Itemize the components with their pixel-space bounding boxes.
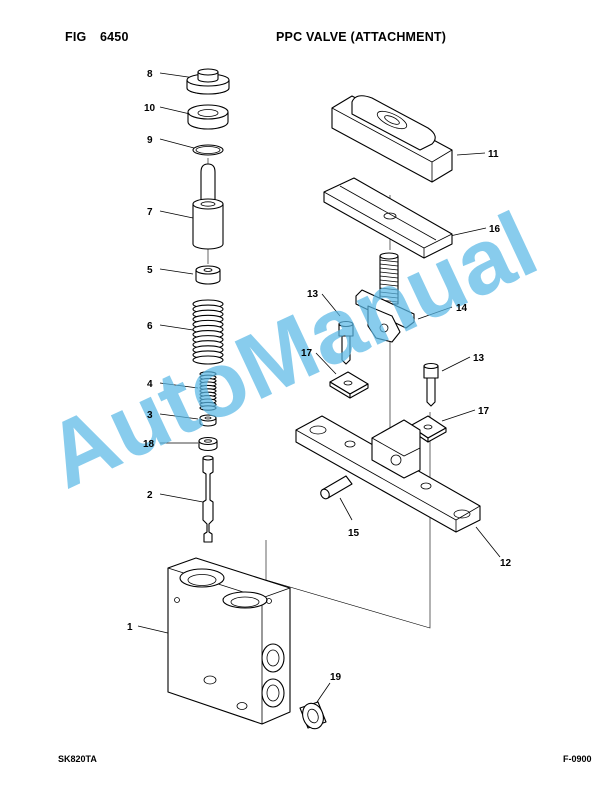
part-small-spring [199, 371, 217, 411]
part-bracket [295, 415, 481, 533]
part-boot [331, 95, 453, 183]
part-pin [320, 475, 353, 500]
watermark-text: AutoManual [31, 193, 551, 508]
callout-label: 15 [348, 528, 360, 539]
callout-label: 8 [147, 69, 153, 80]
part-bolt-right [423, 362, 439, 407]
callout-label: 13 [307, 289, 319, 300]
page-title: PPC VALVE (ATTACHMENT) [276, 30, 447, 44]
callout-label: 1 [127, 622, 133, 633]
part-bolt-left [338, 320, 354, 365]
callout-label: 16 [489, 224, 501, 235]
part-retainer [195, 265, 221, 285]
leader-lines [137, 72, 501, 703]
part-valve-body [167, 557, 291, 725]
callout-label: 12 [500, 558, 512, 569]
callout-label: 7 [147, 207, 153, 218]
callout-label: 9 [147, 135, 153, 146]
part-piston [192, 163, 224, 250]
part-cap [186, 68, 230, 95]
part-plate-washer-right [409, 415, 447, 443]
callout-label: 19 [330, 672, 342, 683]
callout-label: 17 [478, 406, 490, 417]
callout-label: 17 [301, 348, 313, 359]
callout-label: 2 [147, 490, 153, 501]
part-plate-washer-left [329, 371, 369, 399]
fig-number: 6450 [100, 30, 129, 44]
part-shim [198, 436, 218, 452]
part-lever [355, 252, 415, 343]
part-o-ring [192, 144, 224, 156]
callout-label: 11 [488, 149, 499, 160]
callout-label: 14 [456, 303, 468, 314]
page-id: F-0900 [563, 754, 592, 764]
callout-label: 18 [143, 439, 155, 450]
part-spool [202, 455, 214, 543]
part-bushing [187, 104, 229, 130]
fig-label: FIG [65, 30, 87, 44]
part-plug [299, 701, 327, 730]
callout-label: 6 [147, 321, 153, 332]
callout-labels: 8 10 9 7 5 6 4 3 18 2 1 11 16 13 14 17 1… [127, 69, 512, 683]
callout-label: 10 [144, 103, 156, 114]
part-washer [199, 414, 217, 427]
callout-label: 13 [473, 353, 485, 364]
model-code: SK820TA [58, 754, 97, 764]
part-main-spring [192, 299, 224, 365]
callout-label: 5 [147, 265, 153, 276]
part-plate [323, 177, 453, 259]
callout-label: 4 [147, 379, 153, 390]
callout-label: 3 [147, 410, 153, 421]
